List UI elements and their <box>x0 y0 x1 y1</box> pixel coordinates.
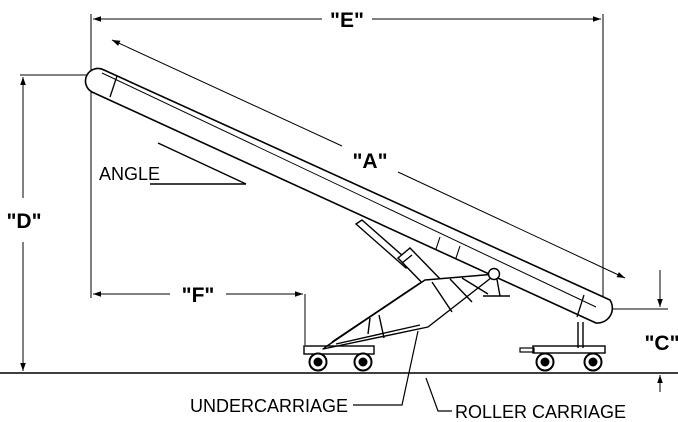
dimension-f-label: "F" <box>182 284 215 307</box>
roller-carriage-callout: ROLLER CARRIAGE <box>425 377 626 422</box>
dimension-c: "C" <box>644 270 678 392</box>
dimension-a-label: "A" <box>352 150 387 173</box>
angle-symbol: ANGLE <box>99 142 247 185</box>
angle-label: ANGLE <box>99 164 160 184</box>
conveyor-belt <box>84 67 614 324</box>
roller-carriage-label: ROLLER CARRIAGE <box>455 402 626 422</box>
undercarriage-base <box>303 345 375 372</box>
dimension-f: "F" <box>93 284 303 307</box>
undercarriage-label: UNDERCARRIAGE <box>190 396 348 416</box>
roller-carriage <box>519 322 606 372</box>
extension-lines <box>20 14 668 345</box>
dimension-a: "A" <box>111 39 626 279</box>
dimension-e-label: "E" <box>330 9 364 32</box>
undercarriage-callout: UNDERCARRIAGE <box>190 330 419 416</box>
dimension-c-label: "C" <box>644 332 678 355</box>
undercarriage-frame <box>322 267 510 350</box>
dimension-d: "D" <box>6 77 42 371</box>
dimension-d-label: "D" <box>6 210 41 233</box>
dimension-e: "E" <box>93 9 601 32</box>
